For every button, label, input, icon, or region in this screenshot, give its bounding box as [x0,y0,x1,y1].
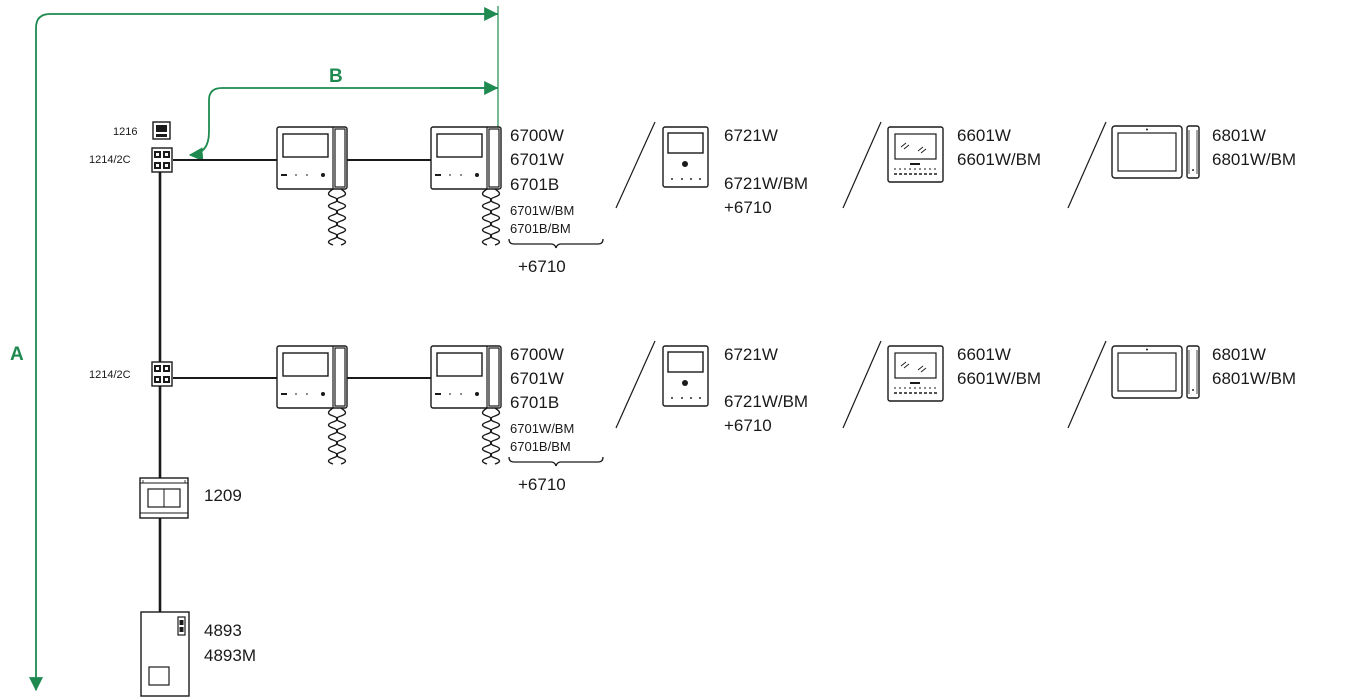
floor2-model-1: 6701W [510,369,564,388]
power-supply-icon [139,477,189,519]
junction-box-icon [151,361,173,387]
floor1-alt-c-0: 6801W [1212,126,1266,145]
touch-monitor-icon [887,126,944,183]
handset-monitor-icon [430,345,502,465]
floor1-alt-c-1: 6801W/BM [1212,150,1296,169]
floor1-variant-0: 6701W/BM [510,203,574,218]
floor2-variant-0: 6701W/BM [510,421,574,436]
junction-box-icon [151,147,173,173]
dimension-b-label: B [329,66,343,87]
floor2-model-0: 6700W [510,345,564,364]
dimension-a-label: A [10,344,24,365]
floor2-addon: +6710 [518,475,566,494]
floor2-alt-a-2: +6710 [724,416,772,435]
floor1-variant-1: 6701B/BM [510,221,571,236]
dimension-b-line [188,87,498,162]
floor1-junction-label: 1214/2C [89,154,131,166]
dimension-a-line [29,13,498,692]
separator-line [615,121,656,209]
floor1-model-0: 6700W [510,126,564,145]
floor1-alt-a-1: 6721W/BM [724,174,808,193]
door-panel-icon [140,611,190,697]
floor2-model-2: 6701B [510,393,559,412]
separator-line [615,340,656,429]
door-panel-label-0: 4893 [204,621,242,640]
floor2-alt-c-0: 6801W [1212,345,1266,364]
separator-line [842,121,882,209]
handset-monitor-icon [276,345,348,465]
floor1-alt-b-1: 6601W/BM [957,150,1041,169]
handsfree-monitor-icon [662,345,709,407]
floor1-alt-b-0: 6601W [957,126,1011,145]
widescreen-monitor-icon [1111,345,1200,399]
floor2-alt-a-0: 6721W [724,345,778,364]
floor1-brace [508,238,604,249]
door-panel-label-1: 4893M [204,646,256,665]
handsfree-monitor-icon [662,126,709,188]
floor2-alt-b-1: 6601W/BM [957,369,1041,388]
separator-line [1067,340,1107,429]
floor2-alt-b-0: 6601W [957,345,1011,364]
floor1-addon: +6710 [518,257,566,276]
floor2-junction-label: 1214/2C [89,369,131,381]
power-supply-label: 1209 [204,486,242,505]
floor1-alt-a-0: 6721W [724,126,778,145]
floor1-model-2: 6701B [510,175,559,194]
floor2-alt-c-1: 6801W/BM [1212,369,1296,388]
floor1-keypad-label: 1216 [113,126,137,138]
floor1-alt-a-2: +6710 [724,198,772,217]
handset-monitor-icon [276,126,348,246]
floor1-model-1: 6701W [510,150,564,169]
keypad-1216-icon [152,121,171,140]
separator-line [842,340,882,429]
floor2-variant-1: 6701B/BM [510,439,571,454]
floor2-brace [508,456,604,467]
widescreen-monitor-icon [1111,125,1200,179]
handset-monitor-icon [430,126,502,246]
touch-monitor-icon [887,345,944,402]
floor2-alt-a-1: 6721W/BM [724,392,808,411]
separator-line [1067,121,1107,209]
